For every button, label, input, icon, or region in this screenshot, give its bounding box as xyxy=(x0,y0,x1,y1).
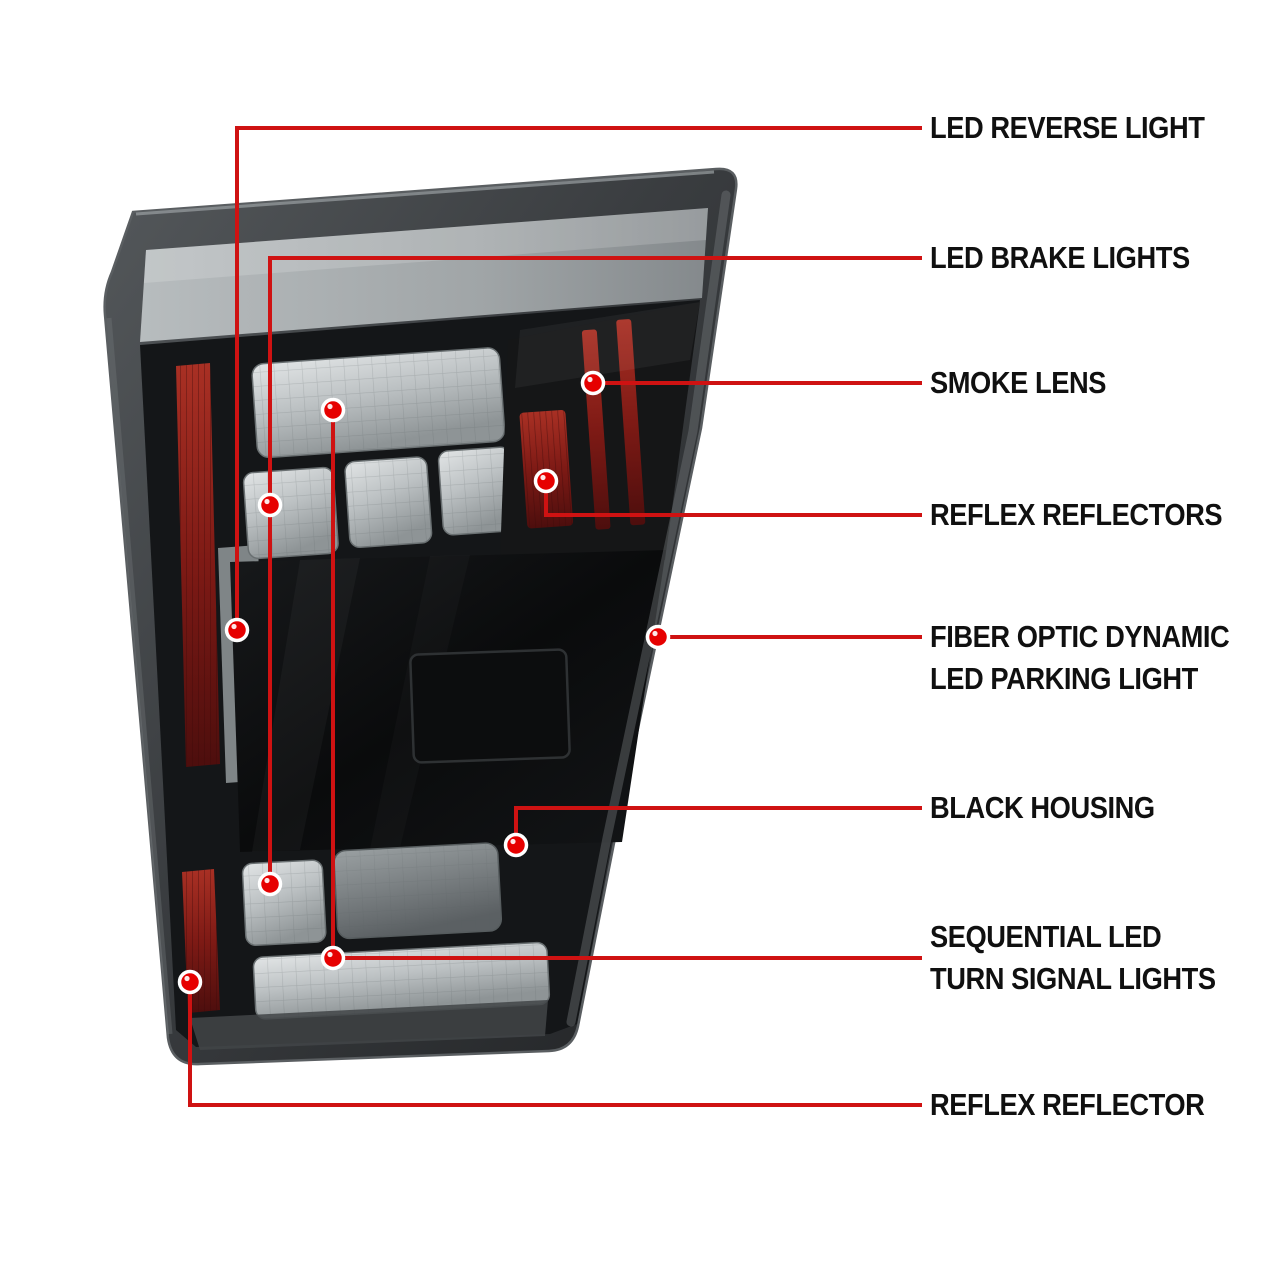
callout-dot-smoke-lens xyxy=(580,370,606,396)
center-gloss-panel xyxy=(230,550,666,852)
callout-line-led-brake-lights xyxy=(268,256,922,884)
callout-line-black-housing xyxy=(514,806,922,845)
brake-light-blocks xyxy=(242,347,516,560)
callout-dot-fiber-optic-dynamic-led-parking-light xyxy=(645,624,671,650)
callout-dot-led-reverse-light xyxy=(224,617,250,643)
top-led-light-bar xyxy=(140,208,708,342)
bottom-smoke-band xyxy=(190,1000,548,1050)
top-edge-highlight xyxy=(135,170,715,216)
callout-dot-black-housing xyxy=(503,832,529,858)
callout-lines-layer xyxy=(177,126,922,1107)
callout-dot-reflex-reflector xyxy=(177,969,203,995)
callout-dot-reflex-reflectors xyxy=(533,468,559,494)
reflex-reflector-strip-upper xyxy=(176,363,220,767)
tail-light-illustration xyxy=(103,167,738,1066)
callout-line-reflex-reflector xyxy=(188,982,922,1107)
callout-dot-led-brake-lights xyxy=(257,871,283,897)
callout-line-led-reverse-light xyxy=(235,126,922,630)
smoke-lens-area xyxy=(500,302,700,560)
top-led-light-bar-highlight xyxy=(144,208,708,283)
left-edge-highlight xyxy=(106,317,173,1035)
callout-dot-led-brake-lights xyxy=(257,492,283,518)
callout-dot-sequential-led-turn-signal-lights xyxy=(320,945,346,971)
callout-dot-sequential-led-turn-signal-lights xyxy=(320,397,346,423)
